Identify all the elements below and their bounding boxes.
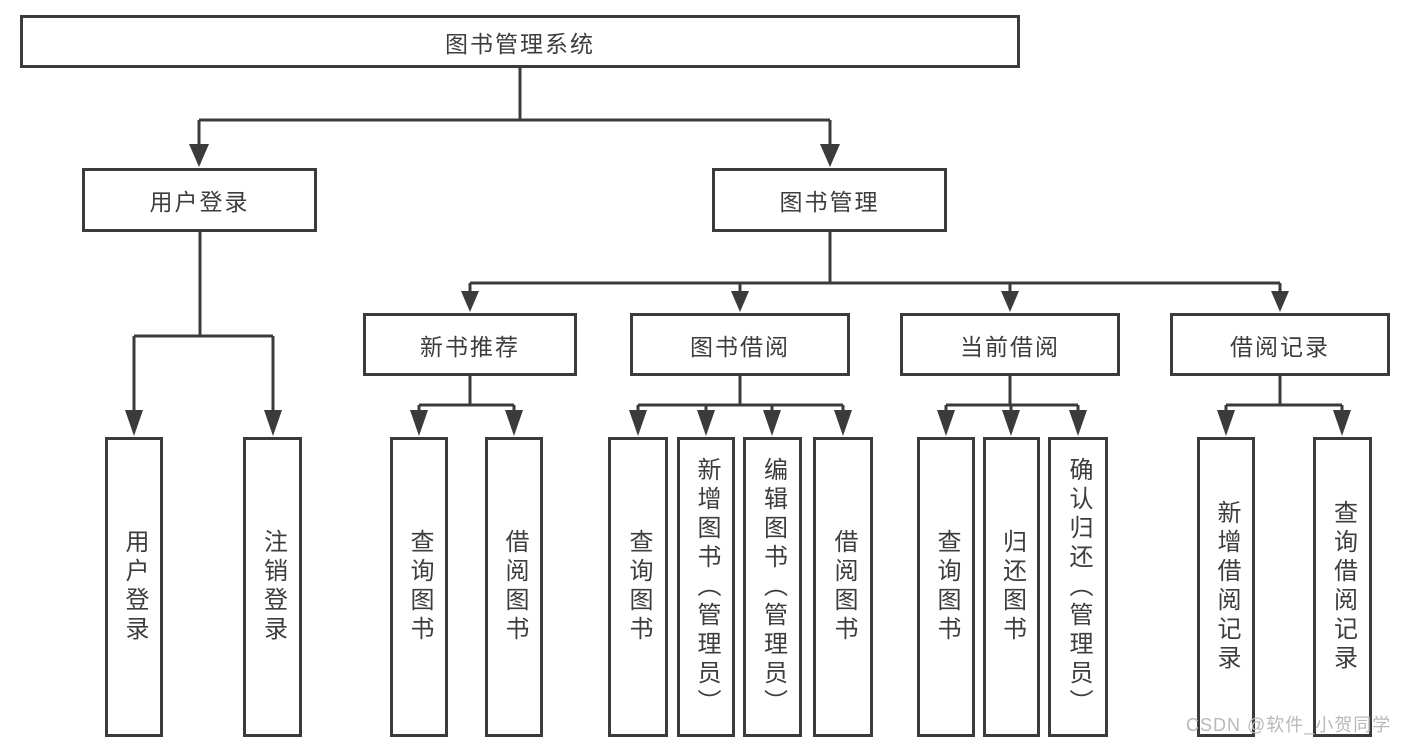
leaf-cb-confirm-return: 确认归还（管理员） [1048, 437, 1108, 737]
leaf-cb-confirm-return-label: 确认归还（管理员） [1065, 456, 1092, 718]
node-current-borrowing-label: 当前借阅 [960, 333, 1060, 360]
arrowhead-icon [1333, 410, 1351, 436]
node-book-borrowing-label: 图书借阅 [690, 333, 790, 360]
arrowhead-icon [629, 410, 647, 436]
leaf-nbr-query-books: 查询图书 [390, 437, 448, 737]
arrowhead-icon [697, 410, 715, 436]
leaf-br-add-record: 新增借阅记录 [1197, 437, 1255, 737]
arrowhead-icon [1271, 291, 1289, 312]
node-borrowing-records-label: 借阅记录 [1230, 333, 1330, 360]
leaf-nbr-query-books-label: 查询图书 [406, 529, 433, 645]
arrowhead-icon [125, 410, 143, 436]
arrowhead-icon [505, 410, 523, 436]
leaf-bb-add-books-label: 新增图书（管理员） [693, 456, 720, 718]
leaf-bb-borrow-books: 借阅图书 [813, 437, 873, 737]
leaf-bb-edit-books: 编辑图书（管理员） [743, 437, 802, 737]
leaf-logout: 注销登录 [243, 437, 302, 737]
leaf-bb-query-books: 查询图书 [608, 437, 668, 737]
leaf-bb-borrow-books-label: 借阅图书 [830, 529, 857, 645]
arrowhead-icon [1069, 410, 1087, 436]
leaf-br-query-record: 查询借阅记录 [1313, 437, 1372, 737]
leaf-cb-query-books-label: 查询图书 [933, 529, 960, 645]
leaf-nbr-borrow-books: 借阅图书 [485, 437, 543, 737]
leaf-bb-edit-books-label: 编辑图书（管理员） [759, 456, 787, 718]
leaf-nbr-borrow-books-label: 借阅图书 [501, 529, 528, 645]
node-current-borrowing: 当前借阅 [900, 313, 1120, 376]
leaf-cb-return-books: 归还图书 [983, 437, 1040, 737]
leaf-br-add-record-label: 新增借阅记录 [1213, 500, 1240, 674]
arrowhead-icon [731, 291, 749, 312]
node-book-management-label: 图书管理 [779, 189, 880, 215]
arrowhead-icon [461, 291, 479, 312]
leaf-cb-query-books: 查询图书 [917, 437, 975, 737]
leaf-user-login-label: 用户登录 [121, 529, 148, 645]
arrowhead-icon [820, 144, 840, 167]
arrowhead-icon [1217, 410, 1235, 436]
leaf-user-login: 用户登录 [105, 437, 163, 737]
arrowhead-icon [937, 410, 955, 436]
node-root: 图书管理系统 [20, 15, 1020, 68]
leaf-logout-label: 注销登录 [259, 529, 287, 645]
node-new-book-recommend: 新书推荐 [363, 313, 577, 376]
leaf-bb-add-books: 新增图书（管理员） [677, 437, 735, 737]
node-user-login-group: 用户登录 [82, 168, 317, 232]
arrowhead-icon [189, 144, 209, 167]
node-book-management: 图书管理 [712, 168, 947, 232]
arrowhead-icon [410, 410, 428, 436]
node-user-login-group-label: 用户登录 [149, 189, 250, 215]
leaf-cb-return-books-label: 归还图书 [998, 529, 1026, 645]
node-borrowing-records: 借阅记录 [1170, 313, 1390, 376]
leaf-bb-query-books-label: 查询图书 [625, 529, 652, 645]
arrowhead-icon [264, 410, 282, 436]
csdn-watermark: CSDN @软件_小贺同学 [1186, 715, 1392, 735]
node-book-borrowing: 图书借阅 [630, 313, 850, 376]
node-root-label: 图书管理系统 [445, 30, 595, 57]
arrowhead-icon [834, 410, 852, 436]
node-new-book-recommend-label: 新书推荐 [420, 333, 520, 360]
leaf-br-query-record-label: 查询借阅记录 [1329, 500, 1357, 674]
arrowhead-icon [1002, 410, 1020, 436]
arrowhead-icon [763, 410, 781, 436]
arrowhead-icon [1001, 291, 1019, 312]
